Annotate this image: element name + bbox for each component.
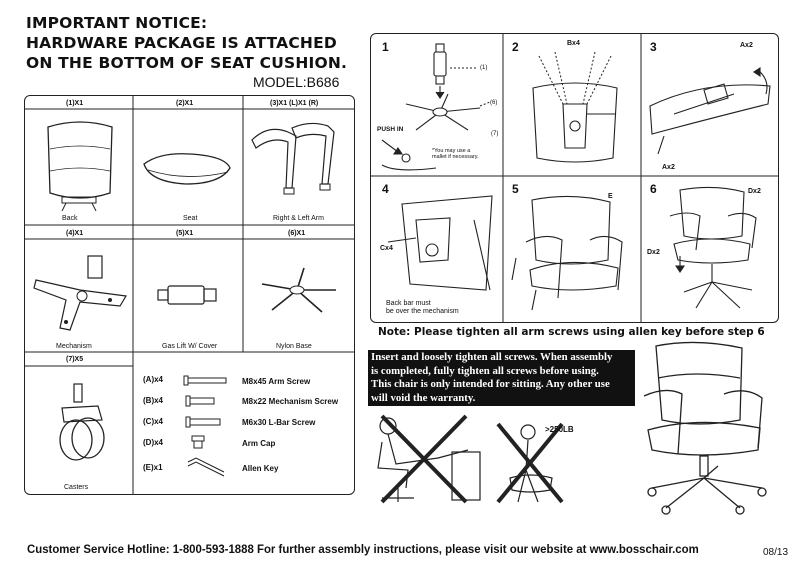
hardware-a-code: (A)x4: [143, 375, 164, 384]
part-3-qty: (3)X1 (L)X1 (R): [270, 100, 319, 107]
step-1-illustration: [381, 43, 491, 171]
step-2-number: 2: [512, 40, 519, 54]
part-4-qty: (4)X1: [66, 230, 84, 237]
step-6-label-left: Dx2: [647, 249, 660, 256]
seat-cushion-illustration: [143, 153, 231, 185]
step-4-label: Cx4: [380, 245, 393, 252]
hardware-a-desc: M8x45 Arm Screw: [242, 377, 311, 386]
part-4-name: Mechanism: [56, 343, 92, 350]
step-4-note-line-1: Back bar must: [386, 300, 431, 307]
caster-illustration: [59, 383, 105, 461]
notice-line-1: IMPORTANT NOTICE:: [26, 14, 208, 32]
hardware-b-desc: M8x22 Mechanism Screw: [242, 397, 339, 406]
parts-panel: [24, 95, 355, 495]
weight-limit-label: >250LB: [545, 425, 574, 434]
hardware-d-code: (D)x4: [143, 438, 164, 447]
hardware-e-code: (E)x1: [143, 463, 163, 472]
step-3-illustration: [649, 66, 771, 155]
part-7-qty: (7)X5: [66, 356, 84, 363]
step-1-number: 1: [382, 40, 389, 54]
part-6-qty: (6)X1: [288, 230, 306, 237]
hardware-c-code: (C)x4: [143, 417, 164, 426]
page-number: 08/13: [763, 547, 789, 558]
part-1-name: Back: [62, 215, 78, 222]
step-4-illustration: [387, 195, 493, 291]
finished-chair-illustration: [643, 341, 767, 515]
part-5-name: Gas Lift W/ Cover: [162, 343, 218, 350]
hardware-icons: [183, 375, 227, 477]
misuse-illustration-standing: [496, 422, 564, 504]
hardware-e-desc: Allen Key: [242, 464, 279, 473]
part-2-name: Seat: [183, 215, 198, 222]
misuse-illustration-feet-up: [377, 414, 481, 504]
mechanism-illustration: [33, 255, 127, 331]
step-6-number: 6: [650, 182, 657, 196]
tighten-note: Note: Please tighten all arm screws usin…: [378, 326, 765, 338]
notice-line-2: HARDWARE PACKAGE IS ATTACHED: [26, 34, 337, 52]
step-4-note-line-2: be over the mechanism: [386, 308, 459, 315]
step-2-label: Bx4: [567, 40, 580, 47]
step-1-callout-6: (6): [490, 100, 498, 106]
notice-line-3: ON THE BOTTOM OF SEAT CUSHION.: [26, 54, 348, 72]
step-5-number: 5: [512, 182, 519, 196]
step-1-mallet-note: *You may use a mallet if necessary.: [432, 148, 479, 160]
warning-line-1: Insert and loosely tighten all screws. W…: [371, 351, 613, 363]
step-5-illustration: [511, 195, 623, 311]
step-4-number: 4: [382, 182, 389, 196]
step-4-note: Back bar must be over the mechanism: [386, 300, 459, 316]
step-6-illustration: [669, 186, 757, 309]
step-3-number: 3: [650, 40, 657, 54]
step-1-callout-7: (7): [491, 131, 499, 137]
step-5-e-label: E: [608, 193, 613, 200]
model-number: MODEL:B686: [253, 74, 340, 90]
mallet-note-line-2: mallet if necessary.: [432, 154, 479, 160]
part-5-qty: (5)X1: [176, 230, 194, 237]
part-3-name: Right & Left Arm: [273, 215, 324, 222]
part-1-qty: (1)X1: [66, 100, 84, 107]
step-3-label-bottom: Ax2: [662, 164, 675, 171]
step-1-callout-1: (1): [480, 65, 488, 71]
part-2-qty: (2)X1: [176, 100, 194, 107]
arms-illustration: [251, 122, 335, 195]
gas-lift-illustration: [157, 285, 217, 305]
step-6-label-right: Dx2: [748, 188, 761, 195]
step-1-push-in: PUSH IN: [377, 126, 404, 133]
back-cushion-illustration: [47, 121, 113, 212]
footer-contact: Customer Service Hotline: 1-800-593-1888…: [27, 542, 699, 556]
warning-box: Insert and loosely tighten all screws. W…: [368, 350, 635, 407]
step-3-label-top: Ax2: [740, 42, 753, 49]
warning-line-3: This chair is only intended for sitting.…: [371, 378, 610, 391]
important-notice: IMPORTANT NOTICE: HARDWARE PACKAGE IS AT…: [26, 13, 347, 73]
mallet-note-line-1: *You may use a: [432, 148, 471, 154]
hardware-d-desc: Arm Cap: [242, 439, 276, 448]
warning-line-2: is completed, fully tighten all screws b…: [371, 364, 599, 377]
nylon-base-illustration: [261, 267, 336, 313]
part-7-name: Casters: [64, 484, 89, 491]
step-2-illustration: [532, 51, 618, 163]
hardware-c-desc: M6x30 L-Bar Screw: [242, 418, 316, 427]
hardware-b-code: (B)x4: [143, 396, 164, 405]
part-6-name: Nylon Base: [276, 343, 312, 350]
warning-line-4: will void the warranty.: [371, 391, 476, 404]
steps-panel: [370, 33, 779, 323]
